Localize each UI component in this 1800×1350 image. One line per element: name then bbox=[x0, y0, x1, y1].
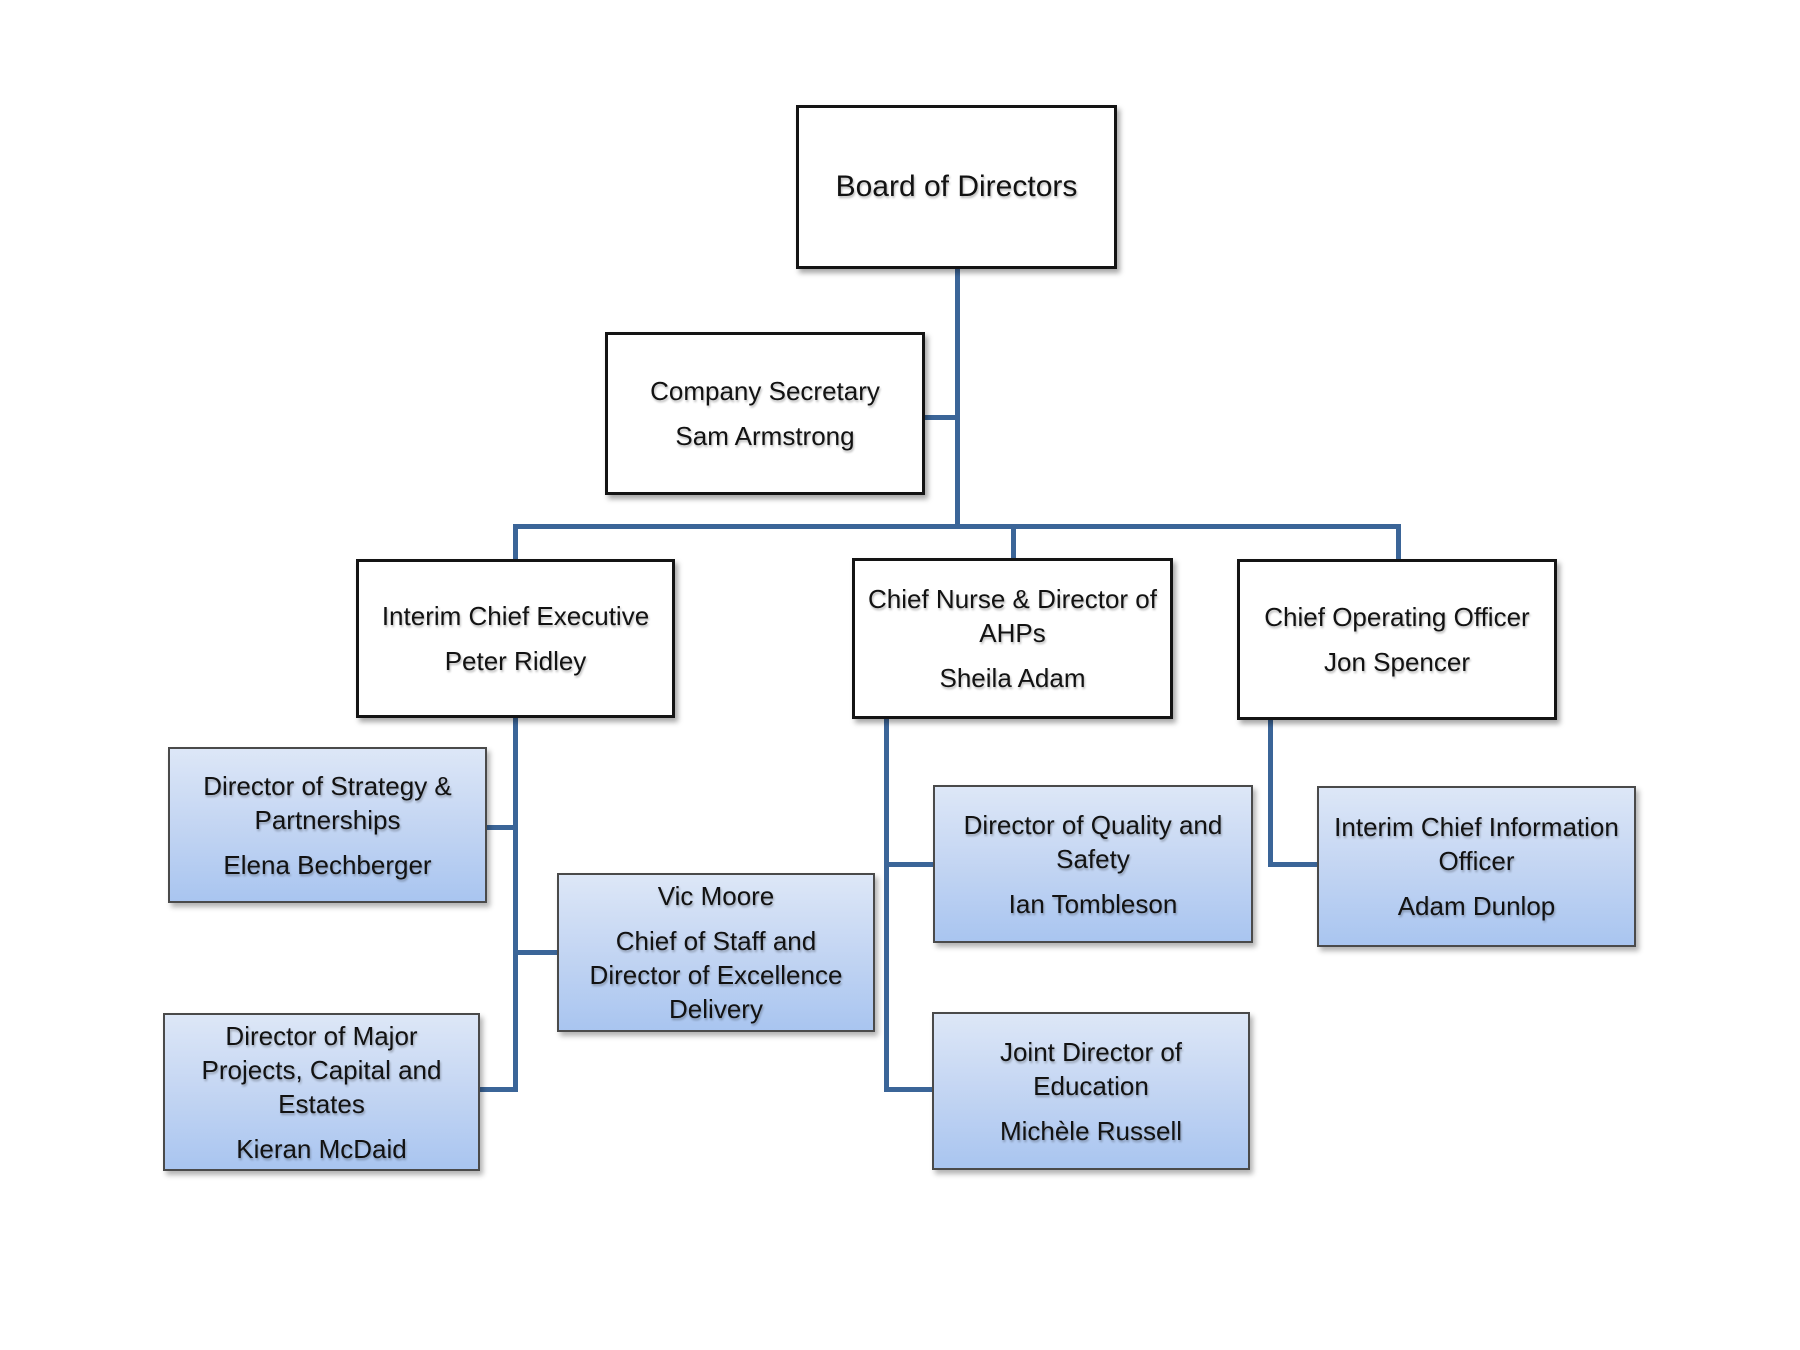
node-title: Interim Chief Information Officer bbox=[1334, 810, 1619, 878]
org-node-interim-chief-information-officer: Interim Chief Information Officer Adam D… bbox=[1317, 786, 1636, 947]
node-person-line: Vic Moore bbox=[657, 881, 775, 911]
node-person-line: Adam Dunlop bbox=[1397, 891, 1556, 921]
node-title-line: Officer bbox=[1438, 846, 1515, 876]
node-title: Director of Quality and Safety bbox=[964, 808, 1223, 876]
node-person: Vic Moore bbox=[658, 879, 775, 913]
org-node-joint-director-of-education: Joint Director of Education Michèle Russ… bbox=[932, 1012, 1250, 1170]
node-title-line: Education bbox=[1033, 1070, 1149, 1101]
node-person-line: Michèle Russell bbox=[999, 1115, 1183, 1146]
connector-chief-nurse-vertical bbox=[884, 719, 889, 1092]
node-person: Sam Armstrong bbox=[675, 419, 854, 453]
connector-drop-chief-nurse bbox=[1011, 527, 1016, 558]
org-node-director-of-quality-and-safety: Director of Quality and Safety Ian Tombl… bbox=[933, 785, 1253, 943]
org-node-director-of-strategy-and-partnerships: Director of Strategy & Partnerships Elen… bbox=[168, 747, 487, 903]
node-person-line: Sheila Adam bbox=[939, 663, 1086, 693]
node-title: Chief Operating Officer bbox=[1264, 600, 1529, 634]
org-node-director-of-major-projects-capital-and-estates: Director of Major Projects, Capital and … bbox=[163, 1013, 480, 1171]
node-title-line: Chief of Staff and bbox=[615, 926, 817, 956]
node-person: Jon Spencer bbox=[1324, 645, 1470, 679]
node-person: Adam Dunlop bbox=[1398, 889, 1556, 923]
node-person-line: Sam Armstrong bbox=[675, 421, 855, 451]
connector-quality-stub bbox=[884, 862, 933, 867]
connector-drop-coo bbox=[1396, 527, 1401, 559]
node-person: Peter Ridley bbox=[445, 644, 587, 678]
node-title-line: Chief Operating Officer bbox=[1264, 602, 1530, 632]
node-title-line: Safety bbox=[1056, 843, 1130, 874]
connector-drop-chief-executive bbox=[513, 527, 518, 559]
node-person: Elena Bechberger bbox=[223, 848, 431, 882]
org-node-chief-operating-officer: Chief Operating Officer Jon Spencer bbox=[1237, 559, 1557, 720]
connector-board-vertical bbox=[955, 269, 960, 529]
node-title-line: Partnerships bbox=[254, 804, 401, 835]
node-title-line: Board of Directors bbox=[835, 170, 1078, 203]
node-title-line: Chief Nurse & Director of bbox=[868, 584, 1157, 614]
node-title: Director of Major Projects, Capital and … bbox=[202, 1019, 442, 1121]
connector-strategy-stub bbox=[487, 825, 518, 830]
node-title-line: Director of Excellence bbox=[589, 960, 843, 990]
node-title-line: Director of Strategy & bbox=[203, 770, 452, 801]
node-person-line: Kieran McDaid bbox=[236, 1133, 407, 1164]
node-title-line: Company Secretary bbox=[650, 376, 880, 406]
node-person: Kieran McDaid bbox=[236, 1132, 407, 1166]
node-title: Chief of Staff and Director of Excellenc… bbox=[590, 924, 843, 1026]
node-title-line: Projects, Capital and bbox=[201, 1054, 442, 1085]
connector-coo-vertical bbox=[1268, 720, 1273, 867]
connector-secretary-stub bbox=[925, 415, 957, 420]
node-title-line: AHPs bbox=[979, 618, 1046, 648]
node-title: Board of Directors bbox=[836, 170, 1078, 204]
node-title: Company Secretary bbox=[650, 374, 880, 408]
connector-cio-stub bbox=[1268, 862, 1317, 867]
org-node-board-of-directors: Board of Directors bbox=[796, 105, 1117, 269]
node-title-line: Director of Major bbox=[225, 1020, 418, 1051]
org-node-company-secretary: Company Secretary Sam Armstrong bbox=[605, 332, 925, 495]
connector-education-stub bbox=[884, 1087, 932, 1092]
node-title: Interim Chief Executive bbox=[382, 599, 649, 633]
node-title-line: Interim Chief Information bbox=[1334, 812, 1619, 842]
node-title: Director of Strategy & Partnerships bbox=[203, 769, 452, 837]
org-node-chief-of-staff-vic-moore: Vic Moore Chief of Staff and Director of… bbox=[557, 873, 875, 1032]
node-title: Chief Nurse & Director of AHPs bbox=[868, 582, 1157, 650]
node-title-line: Estates bbox=[278, 1088, 365, 1119]
node-title-line: Director of Quality and bbox=[963, 809, 1223, 840]
node-person-line: Ian Tombleson bbox=[1008, 888, 1178, 919]
node-person: Michèle Russell bbox=[1000, 1114, 1182, 1148]
node-person-line: Jon Spencer bbox=[1324, 647, 1470, 677]
connector-chief-of-staff-stub bbox=[513, 950, 557, 955]
node-person: Sheila Adam bbox=[940, 661, 1086, 695]
node-person: Ian Tombleson bbox=[1009, 887, 1178, 921]
connector-chief-executive-vertical bbox=[513, 718, 518, 1092]
org-node-chief-nurse-director-of-ahps: Chief Nurse & Director of AHPs Sheila Ad… bbox=[852, 558, 1173, 719]
node-title-line: Interim Chief Executive bbox=[381, 601, 650, 631]
org-node-interim-chief-executive: Interim Chief Executive Peter Ridley bbox=[356, 559, 675, 718]
node-person-line: Peter Ridley bbox=[444, 646, 587, 676]
node-person-line: Elena Bechberger bbox=[223, 849, 432, 880]
node-title-line: Delivery bbox=[669, 994, 763, 1024]
connector-horizontal-rail bbox=[513, 524, 1401, 529]
node-title-line: Joint Director of bbox=[999, 1036, 1183, 1067]
node-title: Joint Director of Education bbox=[1000, 1035, 1182, 1103]
connector-major-projects-stub bbox=[480, 1087, 518, 1092]
